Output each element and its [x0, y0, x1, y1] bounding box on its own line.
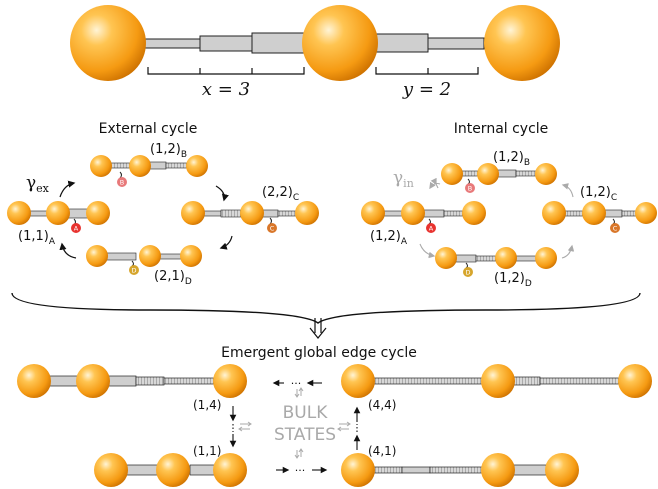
- svg-text:(2,2)C: (2,2)C: [262, 185, 299, 203]
- implies-arrow: [309, 318, 327, 339]
- svg-text:(1,2)B: (1,2)B: [493, 150, 530, 168]
- marker-c: [267, 223, 277, 233]
- marker-b: [117, 177, 127, 187]
- ext-arrow-cd: [219, 235, 233, 250]
- top-flow-arrow: ···: [272, 377, 322, 390]
- corner-label-4-1: (4,1): [368, 444, 396, 458]
- ext-arrow-ab: [59, 180, 76, 198]
- ext-arrow-bc: [215, 185, 229, 202]
- external-cycle: External cycle B (1,2)B A (1,1)A: [7, 121, 319, 287]
- int-arrow-ba: [429, 181, 441, 190]
- molecule-1-1: (1,1): [94, 444, 247, 487]
- gamma-ex-label: γex: [26, 173, 50, 195]
- marker-a: [71, 223, 81, 233]
- top-sphere-left: [70, 5, 146, 81]
- svg-text:(1,2)B: (1,2)B: [150, 142, 187, 160]
- svg-text:···: ···: [295, 464, 306, 477]
- molecule-1-4: (1,4): [17, 364, 247, 412]
- molecule-4-4: (4,4): [341, 364, 652, 412]
- bulk-label-line1: BULK: [283, 403, 329, 423]
- x-label: x = 3: [202, 79, 250, 100]
- top-molecule: x = 3 y = 2: [70, 5, 560, 100]
- external-title: External cycle: [99, 121, 198, 137]
- int-arrow-dc: [561, 244, 575, 259]
- int-arrow-ad: [419, 243, 436, 259]
- corner-label-4-4: (4,4): [368, 398, 396, 412]
- internal-state-d: D (1,2)D: [435, 247, 557, 289]
- ext-arrow-da: [59, 242, 77, 259]
- internal-state-c: C (1,2)C: [542, 185, 657, 233]
- corner-label-1-1: (1,1): [193, 444, 221, 458]
- svg-text:A: A: [74, 225, 79, 233]
- internal-state-b: B (1,2)B: [441, 150, 557, 193]
- emergent-cycle: Emergent global edge cycle (1,4) (4,4): [17, 345, 652, 487]
- internal-cycle: Internal cycle B (1,2)B A (1,2)A: [361, 121, 657, 289]
- svg-text:B: B: [468, 185, 472, 193]
- svg-text:···: ···: [291, 377, 302, 390]
- svg-text:(2,1)D: (2,1)D: [154, 269, 192, 287]
- curly-brace: [11, 292, 641, 324]
- molecule-4-1: (4,1): [341, 444, 579, 487]
- external-state-a: A (1,1)A: [7, 201, 110, 247]
- emergent-title: Emergent global edge cycle: [221, 345, 417, 361]
- top-sphere-right: [484, 5, 560, 81]
- int-arrow-cb: [561, 183, 574, 198]
- bulk-label-line2: STATES: [274, 425, 336, 445]
- marker-d: [129, 265, 139, 275]
- external-state-c: C (2,2)C: [181, 185, 319, 233]
- svg-text:B: B: [120, 179, 124, 187]
- svg-text:(1,2)D: (1,2)D: [494, 271, 532, 289]
- svg-text:(1,1)A: (1,1)A: [18, 229, 56, 247]
- y-bracket: [375, 67, 479, 75]
- internal-title: Internal cycle: [454, 121, 549, 137]
- internal-state-a: A (1,2)A: [361, 201, 486, 247]
- svg-text:D: D: [131, 267, 136, 275]
- svg-text:C: C: [613, 225, 618, 233]
- external-state-d: D (2,1)D: [86, 245, 202, 287]
- svg-text:A: A: [429, 225, 434, 233]
- x-bracket: [147, 67, 305, 75]
- gamma-in-label: γin: [393, 168, 414, 190]
- svg-text:D: D: [465, 269, 470, 277]
- svg-text:(1,2)C: (1,2)C: [580, 185, 617, 203]
- y-label: y = 2: [402, 79, 451, 100]
- external-state-b: B (1,2)B: [90, 142, 208, 187]
- svg-text:(1,2)A: (1,2)A: [370, 229, 408, 247]
- top-sphere-middle: [302, 5, 378, 81]
- bottom-flow-arrow: ···: [276, 464, 328, 477]
- bulk-exchange-arrows: [238, 387, 351, 459]
- svg-text:C: C: [270, 225, 275, 233]
- corner-label-1-4: (1,4): [193, 398, 221, 412]
